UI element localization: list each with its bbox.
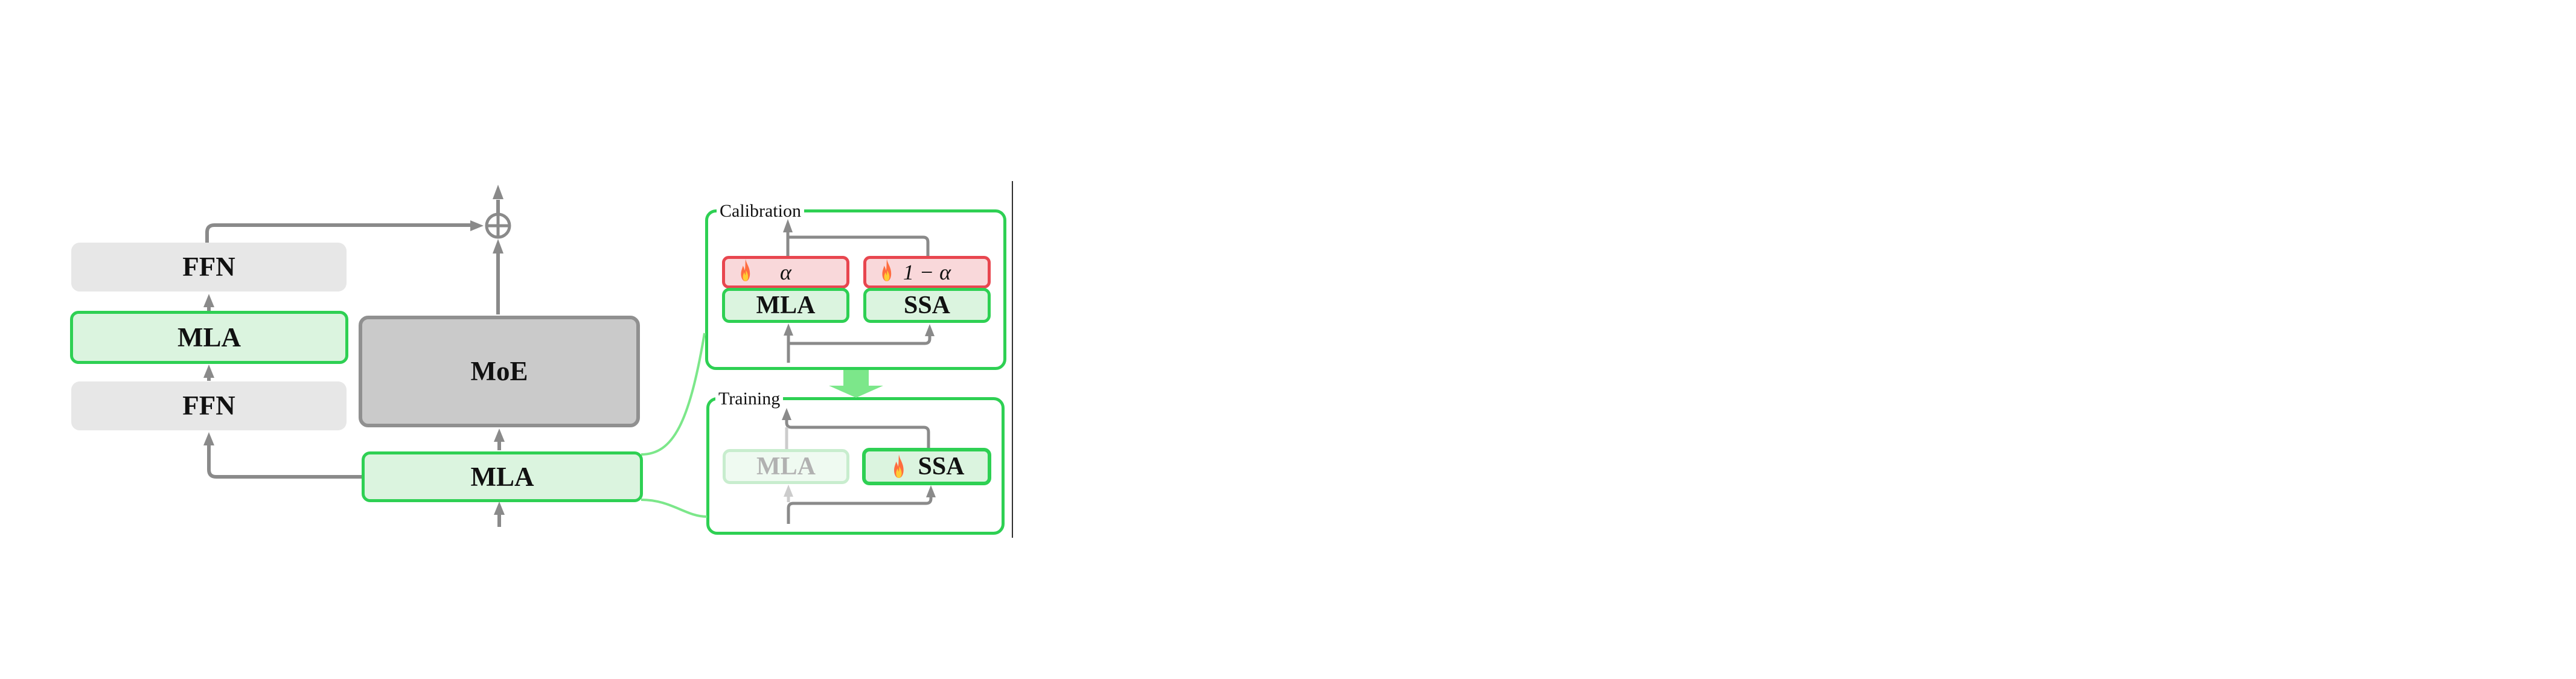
alpha-weight-label: α (780, 260, 791, 284)
mla-bottom-label: MLA (470, 461, 534, 492)
calibration-ssa-box: SSA (863, 288, 991, 323)
arrowhead-mla-bottom (494, 502, 505, 515)
moe-label: MoE (470, 356, 528, 386)
sum-node-icon (485, 212, 511, 239)
connector-mla-to-training (641, 499, 708, 518)
calibration-mla-box: MLA (722, 288, 849, 323)
training-ssa-box: SSA (862, 448, 991, 485)
ffn-bottom-box: FFN (71, 381, 347, 430)
training-ssa-label: SSA (918, 453, 965, 480)
mla-left-label: MLA (177, 322, 241, 352)
ffn-top-label: FFN (182, 252, 235, 282)
calibration-alpha-box: α (722, 256, 849, 288)
ffn-top-box: FFN (71, 243, 347, 292)
ffn-bottom-label: FFN (182, 391, 235, 421)
calibration-panel-title: Calibration (717, 201, 804, 221)
calibration-mla-label: MLA (756, 292, 816, 319)
arrowhead-residual (470, 220, 484, 231)
one-minus-alpha-weight-label: 1 − α (903, 260, 951, 284)
flame-icon (736, 259, 755, 285)
flame-icon (877, 259, 896, 285)
arrowhead-mla-left (203, 365, 214, 378)
mla-bottom-box: MLA (362, 451, 643, 502)
arrowhead-into-sum (493, 239, 503, 253)
arrowhead-ffn-bottom (203, 432, 214, 445)
training-mla-box-frozen: MLA (723, 449, 849, 484)
calibration-one-minus-alpha-box: 1 − α (863, 256, 991, 288)
arrowhead-output (493, 185, 503, 199)
arrowhead-moe (494, 429, 505, 442)
mla-left-box: MLA (70, 311, 348, 364)
calibration-to-training-arrow (829, 370, 883, 398)
training-mla-label: MLA (756, 453, 816, 480)
moe-box: MoE (359, 316, 640, 427)
connector-mla-to-calibration (641, 333, 706, 456)
calibration-ssa-label: SSA (903, 292, 951, 319)
wire-mlabottom-to-ffnbottom (207, 444, 363, 479)
wire-residual-skip (205, 223, 471, 243)
training-panel-title: Training (715, 389, 784, 409)
arrowhead-ffn-top (203, 294, 214, 307)
flame-icon (889, 454, 909, 479)
